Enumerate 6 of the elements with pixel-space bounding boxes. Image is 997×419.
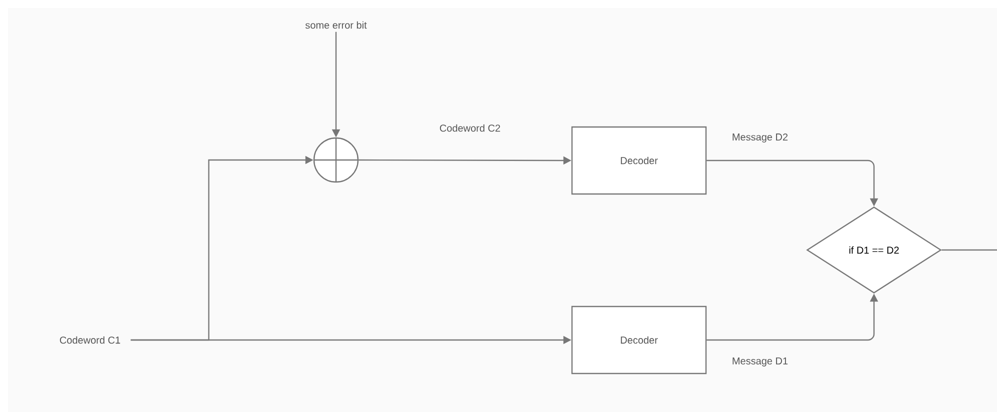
- process-box: Decoder: [571, 306, 707, 374]
- input-label: some error bit: [305, 21, 367, 29]
- adder-circle: [313, 137, 359, 183]
- edge-label: Message D1: [730, 356, 790, 368]
- input-label: Codeword C1: [60, 336, 120, 344]
- process-box: Decoder: [571, 126, 707, 195]
